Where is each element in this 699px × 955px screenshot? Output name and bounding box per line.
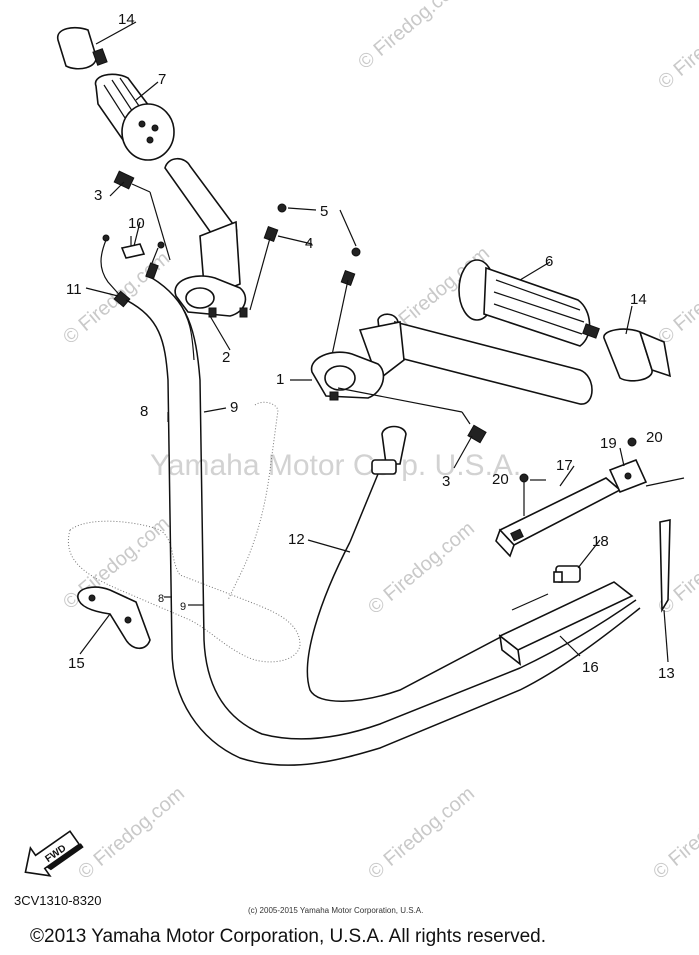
part-grip-end-right bbox=[603, 328, 672, 382]
part-bolt-3-left bbox=[113, 170, 171, 261]
callout-6: 6 bbox=[545, 253, 553, 270]
callout-8: 8 bbox=[140, 403, 148, 420]
callout-14: 14 bbox=[118, 11, 135, 28]
callout-9: 9 bbox=[180, 601, 186, 613]
part-bolt-3-right bbox=[467, 424, 487, 444]
part-screws-11 bbox=[100, 234, 165, 308]
callout-14: 14 bbox=[630, 291, 647, 308]
part-bracket-15 bbox=[77, 586, 151, 650]
callout-13: 13 bbox=[658, 665, 675, 682]
watermark: © Firedog.com bbox=[654, 247, 699, 348]
callout-11: 11 bbox=[66, 281, 82, 298]
leader-lines bbox=[79, 21, 669, 663]
part-washer-10 bbox=[120, 236, 146, 259]
part-screws-20 bbox=[519, 437, 637, 516]
callout-15: 15 bbox=[68, 655, 85, 672]
callout-8: 8 bbox=[158, 593, 164, 605]
callout-19: 19 bbox=[600, 435, 617, 452]
cables-8-9 bbox=[125, 277, 641, 766]
callout-20: 20 bbox=[646, 429, 663, 446]
part-tie-band-13 bbox=[659, 519, 671, 613]
callout-16: 16 bbox=[582, 659, 599, 676]
watermark: © Firedog.com bbox=[74, 782, 189, 883]
part-damper-18 bbox=[553, 565, 581, 583]
callout-7: 7 bbox=[158, 71, 166, 88]
part-code: 3CV1310-8320 bbox=[14, 893, 102, 908]
watermark: © Firedog.com bbox=[649, 782, 699, 883]
callout-3: 3 bbox=[442, 473, 450, 490]
part-clamp-19 bbox=[608, 458, 685, 494]
callout-20: 20 bbox=[492, 471, 509, 488]
callout-5: 5 bbox=[320, 203, 328, 220]
part-screws-4-5 bbox=[249, 203, 361, 356]
callout-1: 1 bbox=[276, 371, 284, 388]
callout-12: 12 bbox=[288, 531, 305, 548]
part-right-handlebar bbox=[310, 313, 593, 425]
watermark-brand: Yamaha Motor Corp. U.S.A. bbox=[150, 449, 521, 482]
part-grip-end-left bbox=[57, 26, 108, 70]
part-left-handlebar bbox=[164, 157, 248, 318]
part-choke-cable bbox=[306, 425, 515, 702]
part-cable-holder-16 bbox=[498, 581, 634, 666]
callout-4: 4 bbox=[305, 235, 313, 252]
watermark: © Firedog.com bbox=[364, 782, 479, 883]
watermark: © Firedog.com bbox=[364, 517, 479, 618]
callout-18: 18 bbox=[592, 533, 609, 550]
watermark: © Firedog.com bbox=[654, 0, 699, 94]
small-copyright: (c) 2005-2015 Yamaha Motor Corporation, … bbox=[248, 906, 424, 915]
callout-3: 3 bbox=[94, 187, 102, 204]
callout-labels: 14 7 3 10 11 2 5 4 1 6 14 8 9 3 12 17 19… bbox=[66, 11, 675, 682]
watermark: © Firedog.com bbox=[354, 0, 469, 74]
fwd-arrow-icon: FWD bbox=[24, 830, 84, 877]
footer-copyright: ©2013 Yamaha Motor Corporation, U.S.A. A… bbox=[30, 926, 546, 947]
part-throttle-grip bbox=[94, 73, 175, 161]
callout-9: 9 bbox=[230, 399, 238, 416]
callout-17: 17 bbox=[556, 457, 573, 474]
callout-10: 10 bbox=[128, 215, 145, 232]
callout-2: 2 bbox=[222, 349, 230, 366]
part-right-grip bbox=[458, 259, 600, 347]
